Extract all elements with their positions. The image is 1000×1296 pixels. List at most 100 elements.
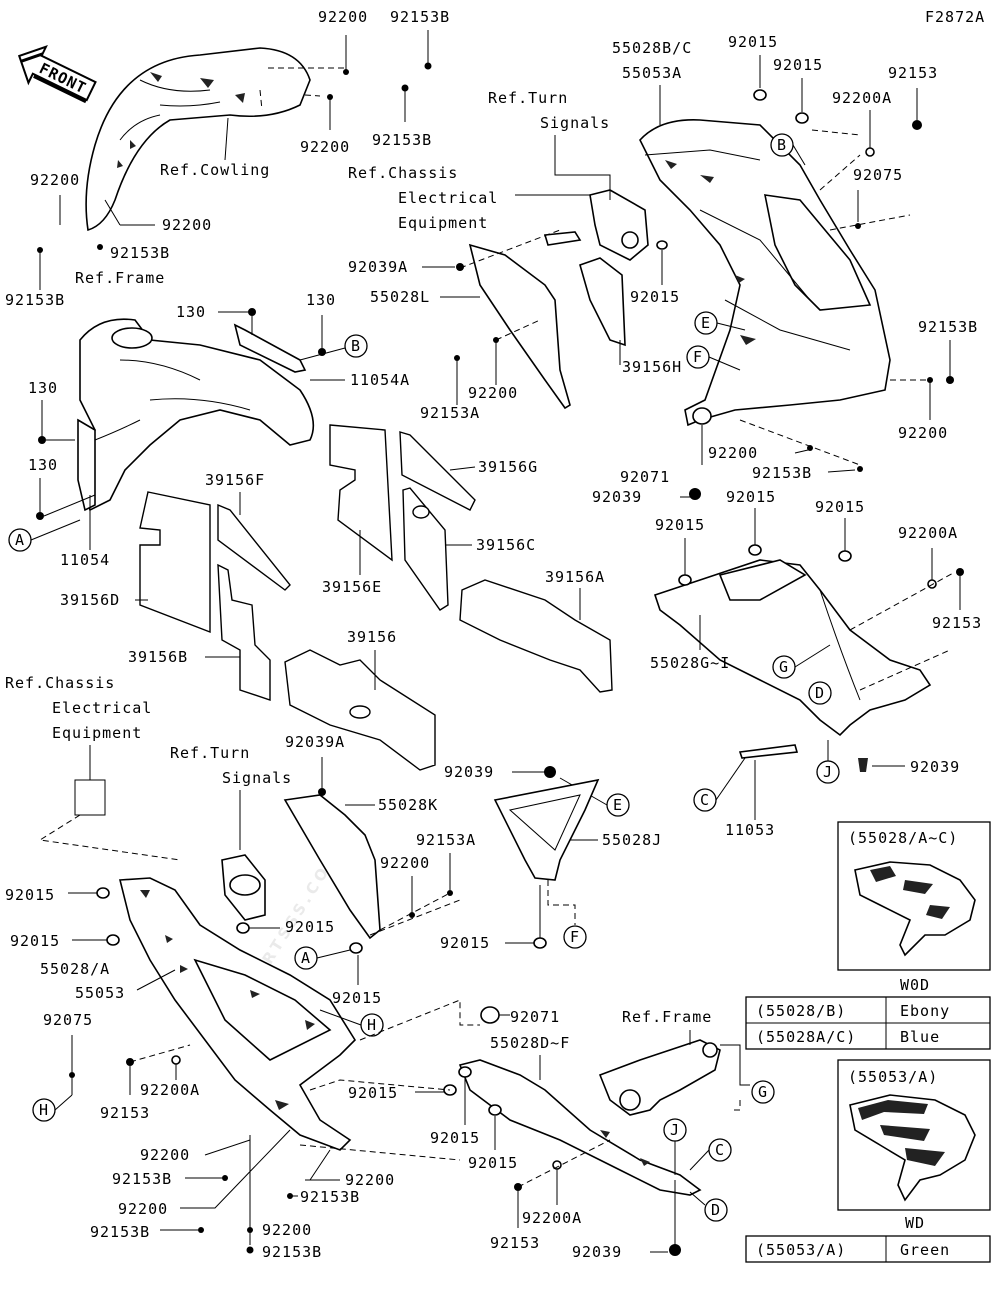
part-55028BC: 55028B/C <box>612 39 692 57</box>
air-duct-55028J <box>493 778 600 881</box>
lower-right-cowl <box>653 559 932 737</box>
ref-turn-mid-2: Signals <box>222 769 292 787</box>
part-55053A: 55053A <box>622 64 682 82</box>
part-92200-c: 92200 <box>30 171 80 189</box>
part-92039A-b: 92039A <box>285 733 345 751</box>
part-39156F: 39156F <box>205 471 265 489</box>
ref-chassis-left-1: Ref.Chassis <box>5 674 115 692</box>
under-cowl <box>458 1059 702 1196</box>
part-92015-l: 92015 <box>348 1084 398 1102</box>
left-side-fairing <box>118 877 357 1151</box>
part-39156D: 39156D <box>60 591 120 609</box>
inset-b-title: (55053/A) <box>848 1068 938 1086</box>
inset-a-title: (55028/A~C) <box>848 829 958 847</box>
callout-b-2: B <box>777 136 787 154</box>
inset-b-model: WD <box>905 1214 925 1232</box>
part-130-a: 130 <box>176 303 206 321</box>
part-92015-i: 92015 <box>10 932 60 950</box>
part-92153B-h: 92153B <box>300 1188 360 1206</box>
part-92153B-b: 92153B <box>372 131 432 149</box>
part-130-b: 130 <box>306 291 336 309</box>
callout-f-1: F <box>693 348 703 366</box>
part-92015-n: 92015 <box>468 1154 518 1172</box>
inset-a-row-2-color: Blue <box>900 1028 940 1046</box>
part-55028J: 55028J <box>602 831 662 849</box>
ref-turn-top-1: Ref.Turn <box>488 89 568 107</box>
inset-55053: (55053/A) WD (55053/A) Green <box>745 1059 991 1263</box>
part-92200-g: 92200 <box>708 444 758 462</box>
part-92153B-f: 92153B <box>112 1170 172 1188</box>
part-39156: 39156 <box>347 628 397 646</box>
part-92153B-cl: 92153B <box>5 291 65 309</box>
inner-panel-center <box>283 794 381 940</box>
part-92015-k: 92015 <box>332 989 382 1007</box>
part-11054: 11054 <box>60 551 110 569</box>
part-92015-c: 92015 <box>630 288 680 306</box>
part-39156E: 39156E <box>322 578 382 596</box>
part-92153-d: 92153 <box>490 1234 540 1252</box>
part-92200-k: 92200 <box>345 1171 395 1189</box>
part-92153-b: 92153 <box>932 614 982 632</box>
part-39156H: 39156H <box>622 358 682 376</box>
callout-d-1: D <box>815 684 825 702</box>
callout-d-2: D <box>711 1201 721 1219</box>
part-92071-b: 92071 <box>510 1008 560 1026</box>
ref-frame-top: Ref.Frame <box>75 269 165 287</box>
inset-b-row-1-color: Green <box>900 1241 950 1259</box>
inset-a-row-2-part: (55028A/C) <box>756 1028 856 1046</box>
part-130-d: 130 <box>28 456 58 474</box>
ref-chassis-top-2: Electrical <box>398 189 498 207</box>
part-55028DF: 55028D~F <box>490 1034 570 1052</box>
inner-panel-left <box>468 243 571 410</box>
part-92200A-a: 92200A <box>832 89 892 107</box>
part-92071-a: 92071 <box>620 468 670 486</box>
ref-turn-top-2: Signals <box>540 114 610 132</box>
callout-e-1: E <box>701 314 711 332</box>
ref-chassis-left-3: Equipment <box>52 724 142 742</box>
part-92015-d: 92015 <box>726 488 776 506</box>
part-92200-i: 92200 <box>140 1146 190 1164</box>
part-92200A-d: 92200A <box>522 1209 582 1227</box>
part-92200-l: 92200 <box>262 1221 312 1239</box>
part-55028GI: 55028G~I <box>650 654 730 672</box>
right-side-fairing <box>579 119 891 427</box>
part-92039-d: 92039 <box>572 1243 622 1261</box>
part-92153B-g: 92153B <box>90 1223 150 1241</box>
part-92200-d: 92200 <box>162 216 212 234</box>
part-55053: 55053 <box>75 984 125 1002</box>
part-92153A-b: 92153A <box>416 831 476 849</box>
part-92015-e: 92015 <box>815 498 865 516</box>
part-92200-j: 92200 <box>118 1200 168 1218</box>
part-92200A-b: 92200A <box>898 524 958 542</box>
part-92200-f: 92200 <box>898 424 948 442</box>
part-92015-m: 92015 <box>430 1129 480 1147</box>
callout-h-1: H <box>367 1016 377 1034</box>
part-92153B-a: 92153B <box>390 8 450 26</box>
part-92015-j: 92015 <box>285 918 335 936</box>
part-92153B-i: 92153B <box>262 1243 322 1261</box>
turn-signal-top <box>543 189 649 261</box>
part-92200-a: 92200 <box>318 8 368 26</box>
upper-cowling <box>85 47 345 232</box>
part-39156B: 39156B <box>128 648 188 666</box>
part-92200A-c: 92200A <box>140 1081 200 1099</box>
part-39156C: 39156C <box>476 536 536 554</box>
ref-frame-bottom: Ref.Frame <box>622 1008 712 1026</box>
ref-chassis-top-3: Equipment <box>398 214 488 232</box>
part-92015-a: 92015 <box>728 33 778 51</box>
callout-h-2: H <box>39 1101 49 1119</box>
callout-a-1: A <box>15 531 25 549</box>
callout-g-2: G <box>758 1083 768 1101</box>
part-92015-f: 92015 <box>655 516 705 534</box>
part-55028A: 55028/A <box>40 960 110 978</box>
callout-j-1: J <box>823 763 833 781</box>
part-92200-h: 92200 <box>380 854 430 872</box>
front-arrow-icon: FRONT <box>17 45 97 104</box>
part-92153B-e: 92153B <box>752 464 812 482</box>
part-92200-e: 92200 <box>468 384 518 402</box>
part-130-c: 130 <box>28 379 58 397</box>
part-92153A-a: 92153A <box>420 404 480 422</box>
part-55028K: 55028K <box>378 796 438 814</box>
part-92039-b: 92039 <box>910 758 960 776</box>
